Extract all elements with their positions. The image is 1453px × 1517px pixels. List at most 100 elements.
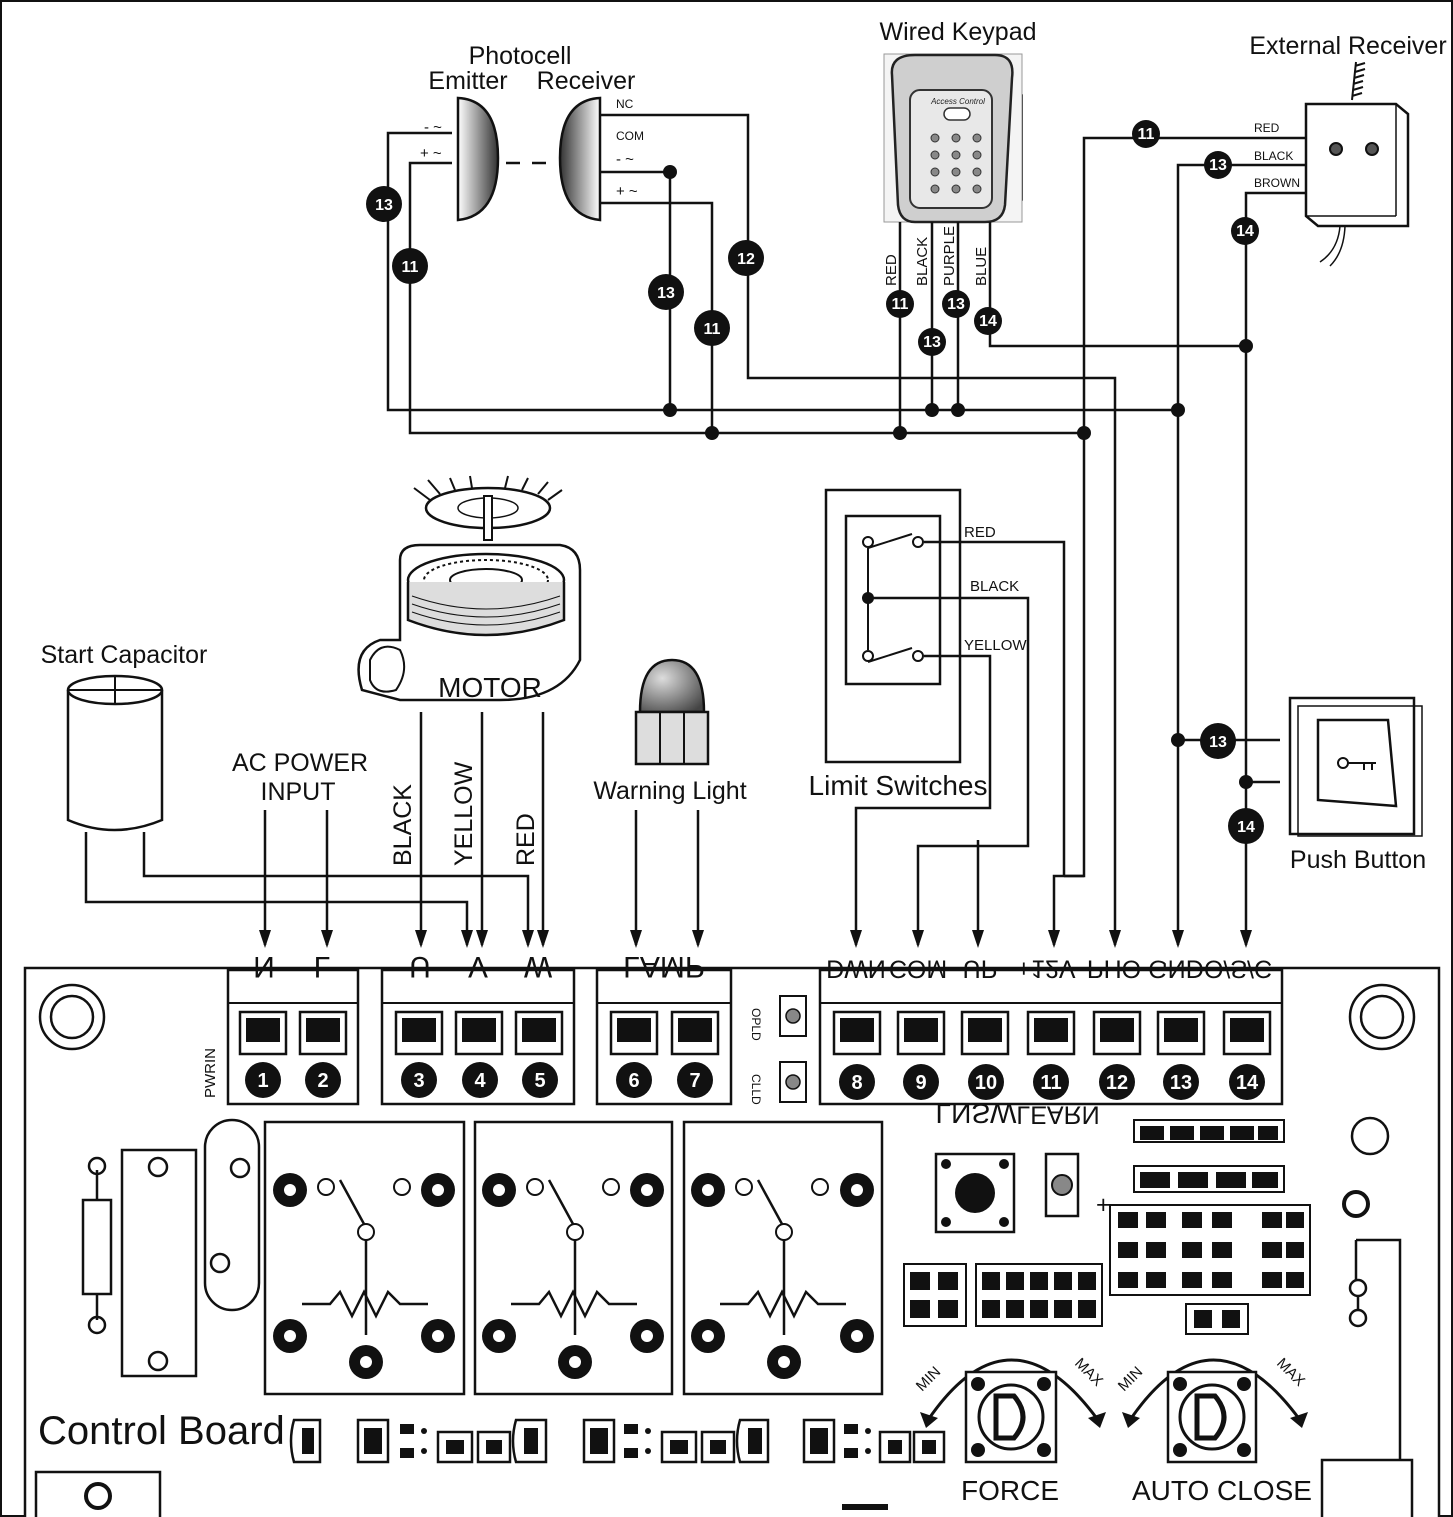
control-board: PWRIN N L U V W LAMP OPLD CLLD DWN COM U… <box>23 950 1441 1517</box>
opld-led-icon <box>785 1008 801 1024</box>
terminal-number: 11 <box>1040 1072 1061 1094</box>
motor-wire-yellow: YELLOW <box>450 761 478 866</box>
receiver-wire-brown: BROWN <box>1254 176 1300 190</box>
terminal-label-u: U <box>409 950 431 983</box>
terminal-label-osc: O/S/C <box>1204 954 1272 982</box>
receiver-term-minus: - ~ <box>616 151 634 168</box>
limit-switches-label: Limit Switches <box>809 770 988 801</box>
terminal-label-v: V <box>468 950 488 983</box>
external-receiver: External Receiver RED BLACK BROWN <box>1249 32 1447 267</box>
keypad-wire-red: RED <box>883 254 900 286</box>
keypad-panel-text: Access Control <box>930 97 985 106</box>
terminal-number: 2 <box>317 1070 328 1092</box>
wire-tags: 13 11 13 11 12 11 13 13 14 11 13 14 13 1… <box>366 120 1264 844</box>
antenna-icon <box>1351 61 1366 101</box>
wire-tag: 13 <box>375 197 393 214</box>
keypad-wire-black: BLACK <box>914 237 931 286</box>
emitter-shape <box>456 96 500 222</box>
opld-label: OPLD <box>749 1008 763 1041</box>
capacitor-label: Start Capacitor <box>41 641 208 669</box>
warning-lamp-icon <box>638 658 706 714</box>
limit-wire-black: BLACK <box>970 578 1019 595</box>
wire-tag: 13 <box>657 285 675 302</box>
terminal-number: 8 <box>851 1072 862 1094</box>
start-capacitor: Start Capacitor <box>41 641 208 850</box>
terminal-label-lamp: LAMP <box>623 950 705 983</box>
terminal-number: 14 <box>1236 1072 1259 1094</box>
relays <box>263 1120 884 1396</box>
wire-tag: 13 <box>1209 157 1227 174</box>
wire-tag: 11 <box>402 259 419 276</box>
receiver-wire-black: BLACK <box>1254 149 1293 163</box>
keypad-keys-icon <box>930 133 982 194</box>
wire-tag: 12 <box>737 251 755 268</box>
terminal-number: 1 <box>257 1070 268 1092</box>
wire-tag: 11 <box>704 321 721 338</box>
bottom-components <box>289 1418 946 1510</box>
ac-power-input: AC POWER INPUT <box>232 749 368 806</box>
ext-receiver-label: External Receiver <box>1249 32 1446 60</box>
photocell: Photocell Emitter Receiver - ~ + ~ NC CO… <box>420 42 644 222</box>
limit-switches: RED BLACK YELLOW Limit Switches <box>809 488 1027 801</box>
push-button: Push Button <box>1288 696 1426 874</box>
force-label: FORCE <box>961 1475 1059 1506</box>
auto-close-label: AUTO CLOSE <box>1132 1475 1312 1506</box>
wiring <box>84 113 1306 945</box>
limit-wire-yellow: YELLOW <box>964 637 1027 654</box>
screw-terminals: 1 2 3 4 5 6 7 8 9 10 11 12 13 14 <box>238 1010 1272 1100</box>
lnsw-label: LNSW <box>936 1098 1017 1129</box>
control-board-label: Control Board <box>38 1409 285 1453</box>
wire-tag: 14 <box>1237 819 1255 836</box>
wire-tag: 14 <box>979 313 997 330</box>
terminal-number: 3 <box>413 1070 424 1092</box>
terminal-number: 13 <box>1170 1072 1192 1094</box>
ac-power-label-line1: AC POWER <box>232 749 368 777</box>
terminal-number: 12 <box>1106 1072 1128 1094</box>
junctions <box>663 165 1253 789</box>
learn-led-icon <box>1051 1174 1073 1196</box>
motor: MOTOR BLACK YELLOW RED <box>357 475 582 866</box>
wire-tag: 11 <box>1138 126 1155 143</box>
ac-power-label-line2: INPUT <box>261 778 336 806</box>
terminal-number: 6 <box>628 1070 639 1092</box>
warning-light: Warning Light <box>593 658 747 805</box>
terminal-label-l: L <box>314 950 331 983</box>
motor-label: MOTOR <box>438 672 542 703</box>
clld-label: CLLD <box>749 1074 763 1105</box>
terminal-number: 9 <box>915 1072 926 1094</box>
learn-label: LEARN <box>1016 1100 1099 1128</box>
terminal-label-com: COM <box>889 954 947 982</box>
pwrin-label: PWRIN <box>202 1048 219 1098</box>
receiver-led-icon <box>1329 142 1343 156</box>
keypad-wire-blue: BLUE <box>973 247 990 286</box>
headers: + <box>903 1119 1311 1335</box>
clld-led-icon <box>785 1074 801 1090</box>
terminal-label-12v: +12V <box>1016 954 1075 982</box>
wire-tag: 13 <box>947 296 965 313</box>
receiver-label: Receiver <box>537 67 636 95</box>
force-potentiometer[interactable]: MIN MAX FORCE <box>913 1355 1106 1506</box>
limit-wire-red: RED <box>964 524 996 541</box>
terminal-label-dwn: DWN <box>826 954 886 982</box>
keypad-wire-purple: PURPLE <box>941 226 958 286</box>
receiver-box <box>1304 102 1410 228</box>
receiver-shape <box>558 96 602 222</box>
terminal-label-up: UP <box>963 954 998 982</box>
terminal-number: 7 <box>689 1070 700 1092</box>
terminal-label-n: N <box>253 950 275 983</box>
emitter-label: Emitter <box>428 67 507 95</box>
terminal-label-gnd: GND <box>1148 954 1204 982</box>
emitter-term-plus: + ~ <box>420 145 442 162</box>
auto-close-knob-icon <box>1194 1393 1227 1441</box>
terminal-arrows <box>259 930 1252 948</box>
motor-wire-black: BLACK <box>389 784 417 866</box>
motor-wire-red: RED <box>512 813 540 866</box>
wire-tag: 14 <box>1236 223 1254 240</box>
receiver-led-icon <box>1365 142 1379 156</box>
fuse-icon <box>81 1198 113 1296</box>
keypad-label: Wired Keypad <box>879 18 1036 46</box>
receiver-term-com: COM <box>616 129 644 143</box>
receiver-wire-red: RED <box>1254 121 1280 135</box>
receiver-term-plus: + ~ <box>616 183 638 200</box>
